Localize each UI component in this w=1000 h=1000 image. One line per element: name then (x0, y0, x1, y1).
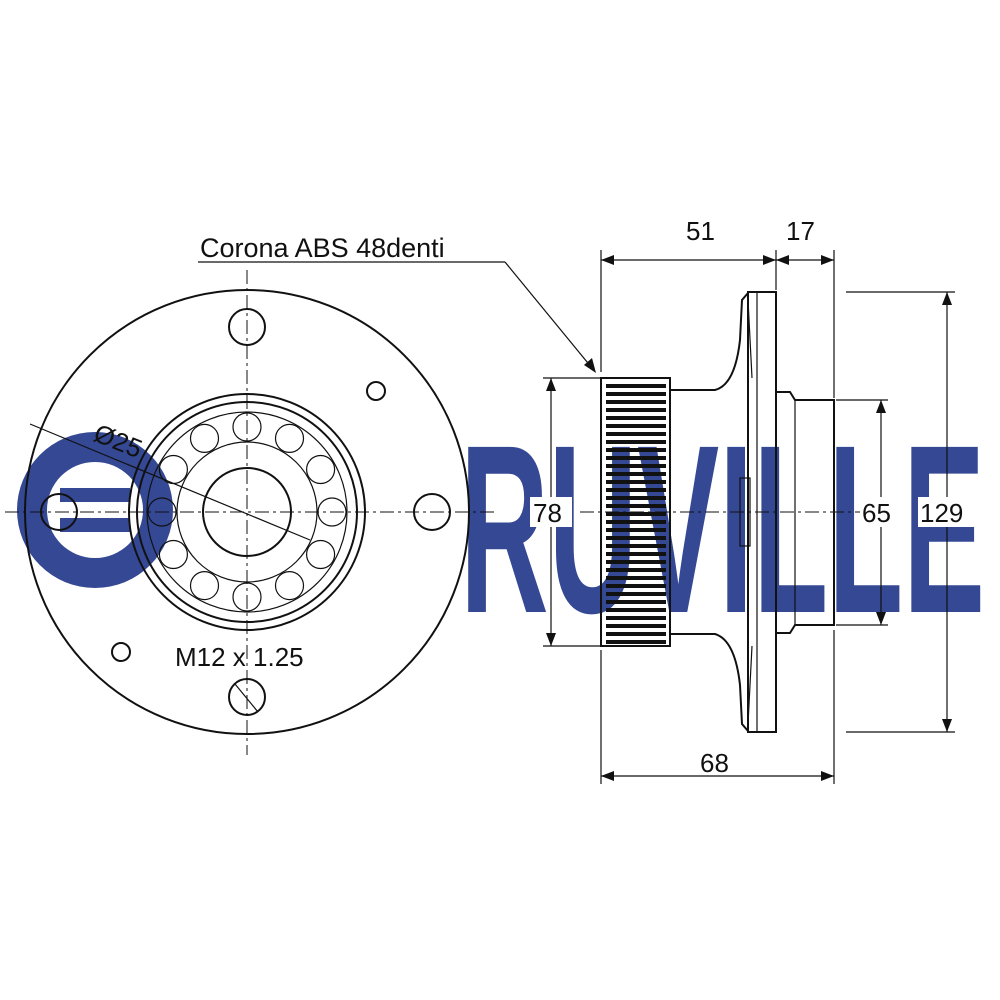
abs-ring-tooth (606, 544, 666, 548)
bearing-roller (274, 570, 305, 601)
abs-ring-tooth (606, 592, 666, 596)
hub-flange-plate (747, 291, 777, 733)
bearing-roller (306, 539, 336, 570)
bolt-hole-bottom-mark (234, 683, 259, 713)
dim-65-arrow-top (876, 400, 886, 413)
small-hole-lower-left (111, 642, 131, 662)
bearing-roller (189, 423, 220, 453)
dim-78-arrow-top (546, 378, 556, 391)
abs-ring-tooth (606, 448, 666, 452)
bearing-race-inner (176, 441, 318, 583)
bearing-rollers (147, 412, 347, 612)
abs-ring-tooth (606, 456, 666, 460)
abs-ring-tooth (606, 520, 666, 524)
front-view: Ø25 M12 x 1.25 (5, 270, 495, 755)
abs-ring-tooth (606, 528, 666, 532)
abs-ring-tooth (606, 536, 666, 540)
dim-129-label-bg (918, 497, 978, 527)
bolt-hole-left (40, 493, 78, 531)
thread-size-label: M12 x 1.25 (175, 642, 304, 672)
dim-51-arrow-right (763, 255, 776, 265)
dim-51-arrow-left (601, 255, 614, 265)
small-hole-upper-right (366, 381, 386, 401)
bearing-roller (274, 423, 305, 453)
dim-78-label-bg (530, 497, 572, 527)
abs-ring-tooth (606, 384, 666, 388)
bearing-roller (189, 570, 220, 601)
bearing-roller (158, 539, 188, 570)
dim-label-65: 65 (862, 498, 891, 528)
abs-ring-tooth (606, 568, 666, 572)
abs-leader-line (504, 261, 593, 369)
hub-center-slot (739, 477, 751, 547)
abs-ring-tooth (606, 624, 666, 628)
bearing-roller (147, 497, 177, 527)
bearing-race-outer (146, 411, 348, 613)
bearing-roller (232, 412, 262, 442)
ruville-emblem-icon (17, 432, 173, 588)
abs-ring-tooth (606, 632, 666, 636)
watermark-logo: RUVILLE (17, 395, 985, 663)
dim-label-51: 51 (686, 216, 715, 246)
hub-body-upper-profile (670, 292, 749, 391)
side-view: 51 17 78 65 129 68 (530, 216, 978, 784)
abs-ring-tooth (606, 560, 666, 564)
abs-ring-tooth (606, 440, 666, 444)
abs-ring-tooth (606, 416, 666, 420)
bearing-roller (306, 454, 336, 485)
abs-ring-tooth (606, 504, 666, 508)
abs-ring-tooth (606, 464, 666, 468)
bearing-outer-ring-inner (136, 401, 358, 623)
dim-65-arrow-bottom (876, 612, 886, 625)
abs-tone-ring (600, 377, 671, 647)
abs-ring-tooth (606, 640, 666, 644)
dim-label-68: 68 (700, 748, 729, 778)
dim-17-arrow-left (776, 255, 789, 265)
watermark-brand-text: RUVILLE (460, 395, 985, 663)
bolt-hole-bottom (228, 678, 266, 716)
abs-ring-tooth (606, 552, 666, 556)
abs-ring-tooth (606, 392, 666, 396)
abs-ring-tooth (606, 480, 666, 484)
abs-annotation: Corona ABS 48denti (198, 233, 596, 373)
dim-68-arrow-left (601, 771, 614, 781)
abs-ring-tooth (606, 496, 666, 500)
hub-pilot (776, 391, 835, 634)
dim-129-arrow-top (942, 292, 952, 305)
bearing-outer-ring (128, 393, 366, 631)
abs-ring-tooth (606, 616, 666, 620)
dim-label-129: 129 (920, 498, 963, 528)
dim-78-arrow-bottom (546, 633, 556, 646)
abs-ring-tooth (606, 408, 666, 412)
abs-ring-tooth (606, 576, 666, 580)
hub-body-lower-profile (670, 633, 749, 732)
dim-label-17: 17 (786, 216, 815, 246)
dim-17-arrow-right (821, 255, 834, 265)
bearing-roller (232, 582, 262, 612)
abs-ring-tooth (606, 488, 666, 492)
abs-leader-arrowhead (584, 358, 596, 373)
bearing-roller (317, 497, 347, 527)
abs-ring-tooth (606, 424, 666, 428)
abs-ring-tooth (606, 400, 666, 404)
abs-ring-teeth (606, 384, 666, 644)
dim-65-label-bg (860, 497, 902, 527)
abs-ring-tooth (606, 432, 666, 436)
flange-outer-circle (24, 289, 470, 735)
hub-bore-circle (202, 467, 292, 557)
bolt-hole-top (228, 308, 266, 346)
abs-ring-tooth (606, 608, 666, 612)
dim-68-arrow-right (821, 771, 834, 781)
abs-ring-tooth (606, 512, 666, 516)
abs-ring-tooth (606, 472, 666, 476)
bore-dimension-leader (29, 423, 311, 541)
abs-ring-tooth (606, 600, 666, 604)
abs-ring-tooth (606, 584, 666, 588)
dim-label-78: 78 (533, 498, 562, 528)
abs-ring-label: Corona ABS 48denti (200, 233, 445, 263)
dim-129-arrow-bottom (942, 719, 952, 732)
bolt-hole-right (413, 493, 451, 531)
